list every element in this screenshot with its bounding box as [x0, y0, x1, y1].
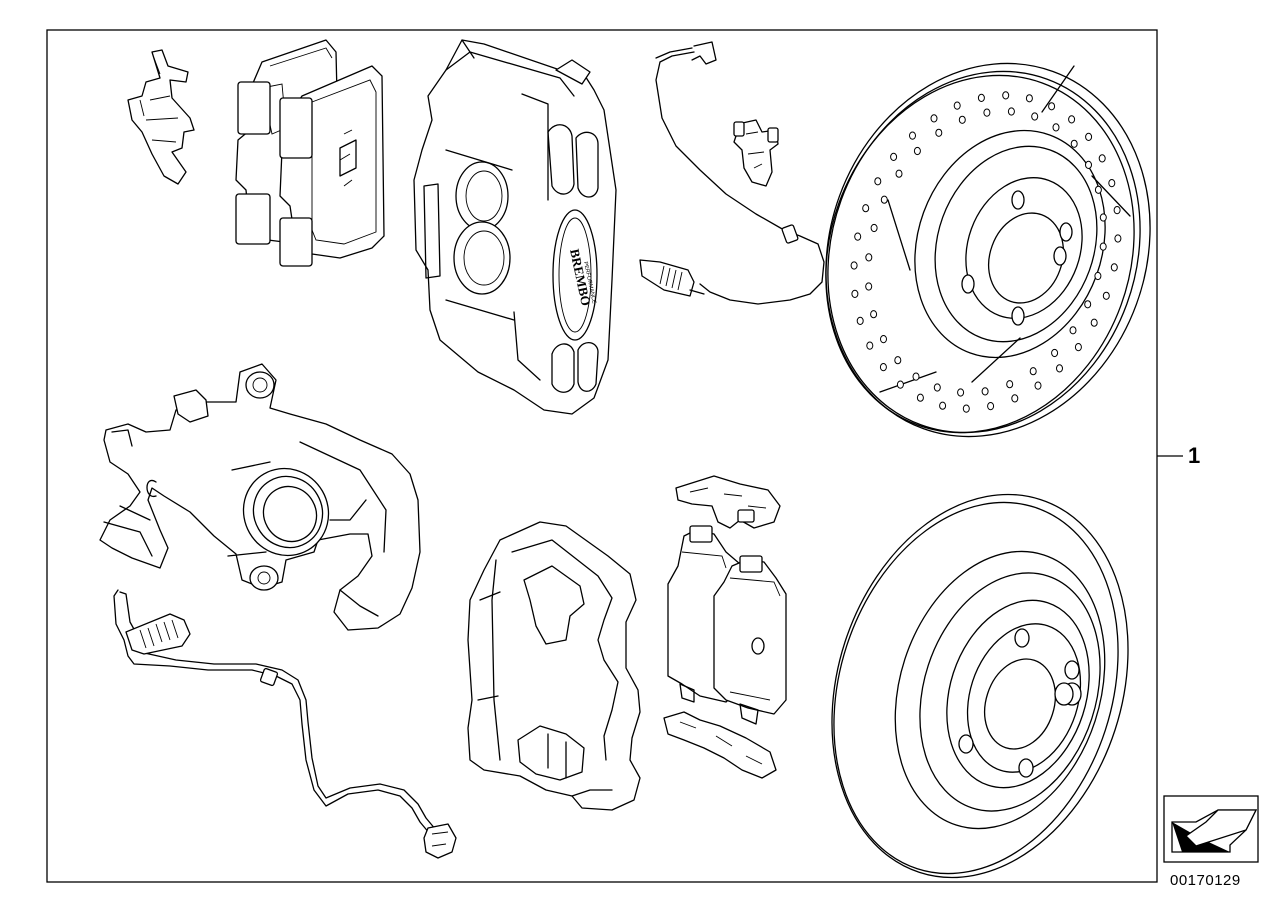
disc-drill-hole: [1108, 179, 1116, 188]
disc-drill-hole: [1090, 318, 1098, 327]
disc-drill-hole: [1048, 102, 1056, 111]
pad-retaining-spring-rear-top: [675, 475, 781, 529]
disc-drill-hole: [1025, 94, 1033, 103]
brake-pads-rear: [667, 525, 787, 725]
disc-drill-hole: [850, 261, 858, 270]
disc-drill-hole: [930, 114, 938, 123]
disc-drill-hole: [912, 372, 920, 381]
disc-drill-hole: [909, 131, 916, 140]
callout-label: 1: [1188, 443, 1200, 468]
disc-drill-hole: [1084, 300, 1092, 309]
caliper-carrier-rear: [467, 521, 641, 811]
disc-drill-hole: [939, 401, 947, 410]
sensor-clip-front: [733, 119, 779, 187]
disc-drill-hole: [933, 383, 941, 392]
disc-drill-hole: [880, 335, 887, 344]
disc-drill-hole: [987, 402, 995, 411]
disc-drill-hole: [896, 380, 904, 389]
disc-drill-hole: [1029, 367, 1037, 376]
disc-drill-hole: [856, 316, 864, 325]
disc-drill-hole: [851, 289, 859, 298]
disc-drill-hole: [1031, 112, 1039, 121]
disc-drill-hole: [1068, 115, 1076, 124]
disc-drill-hole: [1094, 271, 1102, 281]
orientation-arrow-icon: [1163, 795, 1259, 863]
disc-drill-hole: [1085, 132, 1093, 141]
disc-drill-hole: [1114, 234, 1122, 243]
disc-drill-hole: [1034, 381, 1042, 390]
disc-drill-hole: [1006, 380, 1014, 389]
disc-drill-hole: [1074, 343, 1082, 352]
disc-drill-hole: [1070, 139, 1078, 148]
disc-drill-hole: [983, 108, 991, 117]
disc-drill-hole: [854, 232, 862, 241]
caliper-front-4-piston: BREMBO PERFORMANCE: [413, 39, 617, 415]
disc-drill-hole: [1007, 107, 1015, 116]
brake-disc-rear: [831, 493, 1129, 879]
disc-drill-hole: [894, 356, 902, 365]
image-id-label: 00170129: [1170, 872, 1241, 889]
disc-drill-hole: [1110, 263, 1118, 272]
disc-drill-hole: [935, 128, 943, 137]
disc-drill-hole: [953, 101, 961, 110]
disc-drill-hole: [1099, 213, 1107, 222]
disc-drill-hole: [962, 404, 970, 413]
disc-drill-hole: [879, 363, 887, 372]
disc-drill-hole: [1052, 123, 1060, 132]
disc-drill-hole: [1002, 91, 1010, 100]
disc-drill-hole: [1102, 291, 1110, 300]
pad-retaining-spring-rear-bottom: [663, 711, 777, 779]
disc-drill-hole: [957, 388, 965, 397]
disc-drill-hole: [916, 393, 924, 402]
disc-drill-hole: [870, 223, 878, 233]
wear-sensor-front: [639, 41, 825, 305]
disc-drill-hole: [874, 177, 882, 186]
disc-drill-hole: [1085, 160, 1092, 169]
disc-drill-hole: [1099, 242, 1107, 251]
disc-drill-hole: [880, 195, 888, 204]
disc-drill-hole: [1098, 154, 1106, 163]
disc-drill-hole: [870, 310, 878, 319]
disc-drill-hole: [1113, 206, 1121, 215]
disc-drill-hole: [895, 169, 903, 178]
disc-drill-hole: [913, 146, 921, 156]
disc-drill-hole: [865, 253, 873, 262]
disc-drill-hole: [1094, 185, 1102, 194]
disc-drill-hole: [890, 152, 898, 161]
disc-drill-hole: [866, 341, 874, 350]
disc-drill-hole: [1069, 326, 1077, 335]
disc-drill-hole: [958, 115, 966, 124]
wear-sensor-rear: [113, 589, 457, 859]
pad-retaining-spring-front: [127, 49, 195, 185]
brake-disc-front-drilled: [825, 62, 1151, 438]
disc-drill-hole: [977, 93, 985, 103]
disc-drill-hole: [1056, 364, 1063, 373]
disc-drill-hole: [1011, 394, 1019, 403]
caliper-rear-floating: [99, 363, 421, 631]
disc-drill-hole: [865, 282, 873, 291]
brake-pads-front: [235, 39, 385, 267]
disc-drill-hole: [862, 204, 870, 213]
disc-drill-hole: [981, 387, 989, 396]
disc-drill-hole: [1051, 348, 1059, 358]
